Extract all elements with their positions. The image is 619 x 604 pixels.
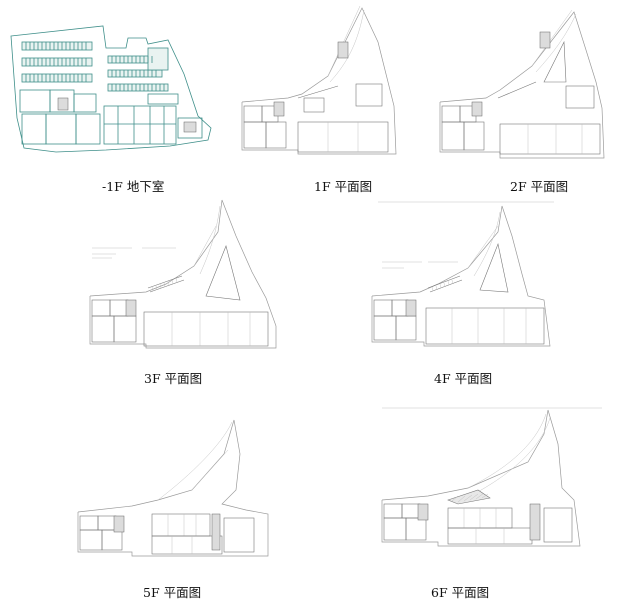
parking-stalls: [21, 41, 169, 92]
plan-3f-outline: [89, 199, 277, 349]
plan-2f-core: [539, 31, 551, 49]
basement-rooms: [19, 89, 203, 145]
plan-1f-outline: [241, 7, 397, 155]
plan-5f-drawing: [77, 419, 269, 557]
plan-3f-core: [125, 299, 137, 317]
basement-outline: [10, 25, 212, 153]
plan-6f-hatch: [447, 489, 491, 505]
plan-6f-drawing: [381, 407, 602, 547]
stall-dividers: [25, 42, 165, 91]
plan-1f: [238, 2, 408, 162]
basement-drawing: [10, 25, 212, 153]
plan-2f-core-west: [471, 101, 483, 117]
plan-6f-core-east: [529, 503, 541, 541]
plan-5f: [72, 414, 282, 564]
basement-core-east: [183, 121, 197, 133]
plan-3f-drawing: [89, 199, 277, 349]
plan-5f-outline: [77, 419, 269, 557]
plan-5f-rooms: [79, 513, 255, 555]
plan-2f-drawing: [439, 9, 605, 159]
plan-3f-rooms: [91, 245, 269, 347]
plan-2f-outline: [439, 11, 605, 159]
caption-3f: 3F 平面图: [144, 371, 203, 386]
plan-6f-outline: [381, 409, 581, 547]
plan-1f-rooms: [243, 83, 389, 153]
plan-6f-rooms: [383, 503, 573, 545]
plan-2f-escalator: [497, 81, 537, 99]
caption-2f: 2F 平面图: [510, 179, 569, 194]
plan-4f-notes: [382, 261, 458, 269]
plan-4f-outline: [371, 205, 551, 347]
plan-5f-core: [113, 515, 125, 533]
plan-1f-escalator: [297, 85, 339, 99]
plan-4f-escalator: [427, 275, 463, 293]
plan-3f-escalator: [147, 275, 185, 293]
caption-4f: 4F 平面图: [434, 371, 493, 386]
plan-1f-core: [337, 41, 349, 59]
plan-4f-drawing: [371, 201, 554, 347]
plan-1f-drawing: [241, 5, 397, 155]
plan-4f: [368, 196, 558, 356]
plan-basement: [8, 18, 218, 158]
plan-2f-rooms: [441, 40, 601, 155]
caption-6f: 6F 平面图: [431, 585, 490, 600]
plan-4f-core: [405, 299, 417, 317]
plan-1f-core-west: [273, 101, 285, 117]
plan-6f-core: [417, 503, 429, 521]
plan-6f: [378, 404, 608, 554]
plan-3f-notes: [92, 247, 176, 259]
plan-3f: [86, 196, 286, 356]
caption-1f: 1F 平面图: [314, 179, 373, 194]
basement-core: [57, 97, 69, 111]
caption-5f: 5F 平面图: [143, 585, 202, 600]
caption-basement: -1F 地下室: [102, 179, 165, 194]
plan-2f: [436, 2, 611, 162]
plan-5f-core-east: [211, 513, 221, 551]
